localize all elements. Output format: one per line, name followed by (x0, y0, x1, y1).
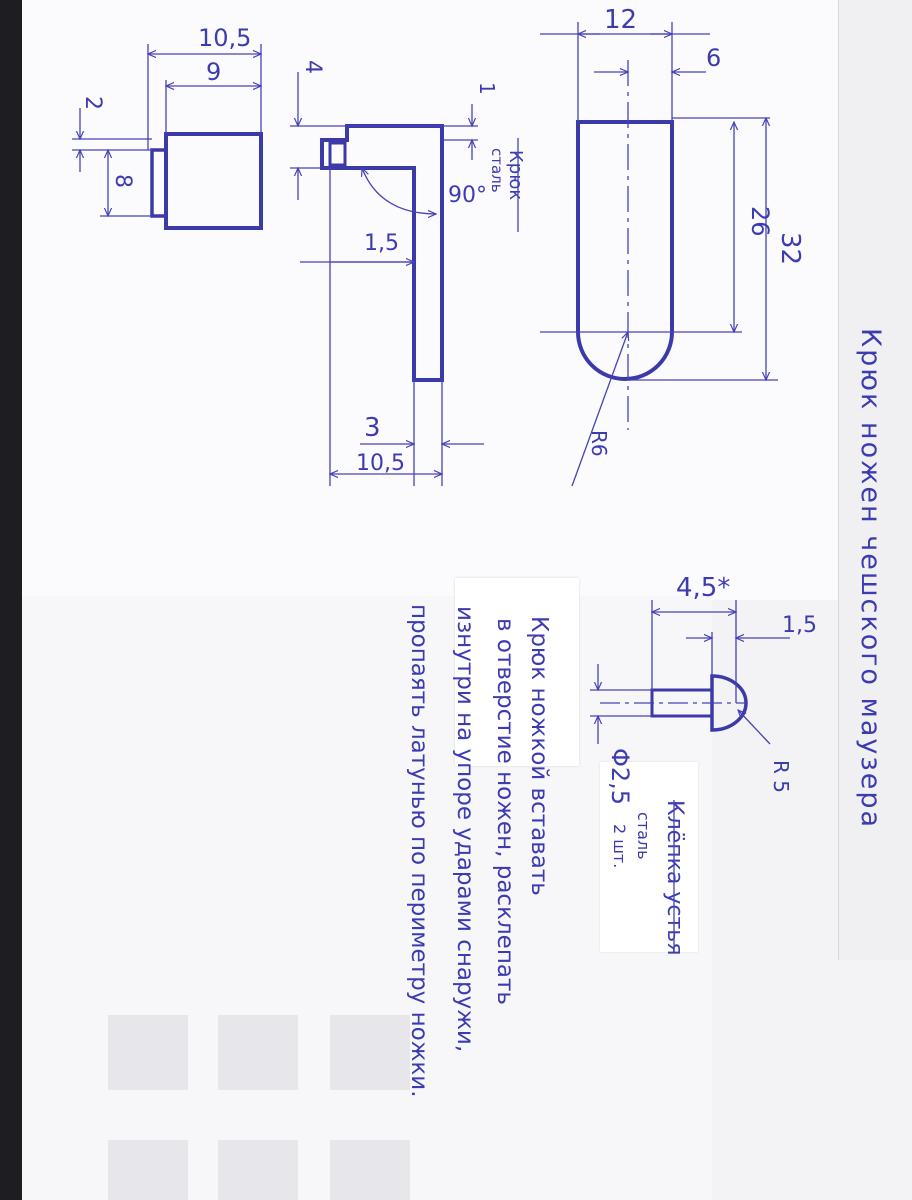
upper-paper (22, 0, 852, 600)
dim-rivet-radius: R 5 (769, 760, 793, 793)
hook-side-view: 4 1 90° 1,5 3 10,5 Крюк сталь (290, 60, 526, 486)
angle-arc (362, 168, 436, 214)
rivet-material: сталь (634, 812, 653, 860)
rivet-view: 4,5* 1,5 R 5 Φ2,5 (590, 573, 817, 805)
scanner-edge (0, 0, 22, 1200)
background-paper (838, 0, 912, 960)
instruction-line: изнутри на упоре ударами снаружи, (452, 606, 478, 1052)
hook-label: Крюк (505, 150, 526, 200)
label-paper (600, 762, 698, 952)
dim-slot-radius: R6 (587, 430, 611, 457)
dim-slot-width: 12 (604, 5, 637, 35)
faint-bleedthrough (330, 1015, 410, 1090)
dim-rivet-length: 4,5* (676, 573, 730, 603)
dim-hook-angle: 90° (448, 183, 487, 208)
lower-paper (22, 596, 712, 1200)
dim-hook-gap: 2 (80, 96, 105, 110)
dim-slot-length: 32 (775, 232, 805, 265)
dim-hook-height: 8 (110, 174, 135, 188)
rivet-qty: 2 шт. (610, 824, 629, 868)
hook-end-view: 10,5 9 2 8 (72, 24, 263, 230)
dim-hook-width: 10,5 (198, 24, 251, 52)
instruction-line: в отверстие ножен, расклепать (492, 618, 518, 1005)
rivet-label: Клёпка устья сталь 2 шт. (610, 800, 687, 956)
faint-bleedthrough (218, 1015, 298, 1090)
instructions: Крюк ножкой вставать в отверстие ножен, … (406, 604, 552, 1098)
radius-leader (738, 710, 771, 745)
dim-slot-straight: 26 (746, 206, 774, 237)
dim-hook-inner: 9 (206, 58, 221, 86)
instruction-line: пропаять латунью по периметру ножки. (406, 604, 432, 1098)
faint-bleedthrough (330, 1140, 410, 1200)
dim-slot-half: 6 (706, 44, 721, 72)
note-paper (455, 578, 579, 766)
dim-hook-wall: 1,5 (364, 231, 399, 256)
radius-leader (571, 332, 628, 487)
dim-hook-foot: 3 (364, 413, 381, 443)
instruction-line: Крюк ножкой вставать (526, 616, 552, 896)
hook-end-body (164, 132, 263, 230)
hook-end-leg (150, 148, 168, 218)
hook-material: сталь (488, 148, 506, 193)
slot-view: 12 6 26 32 R6 (540, 5, 805, 487)
drawing-title: Крюк ножен чешского маузера (855, 328, 886, 829)
dim-rivet-head: 1,5 (782, 613, 817, 638)
dim-hook-base: 10,5 (356, 451, 405, 476)
faint-bleedthrough (218, 1140, 298, 1200)
faint-bleedthrough (108, 1140, 188, 1200)
faint-bleedthrough (108, 1015, 188, 1090)
dim-hook-tip: 1 (475, 82, 499, 95)
hook-tip (328, 141, 347, 167)
dim-hook-thickness: 4 (300, 60, 325, 74)
rivet-head (710, 674, 748, 732)
dim-rivet-diameter: Φ2,5 (606, 748, 634, 805)
